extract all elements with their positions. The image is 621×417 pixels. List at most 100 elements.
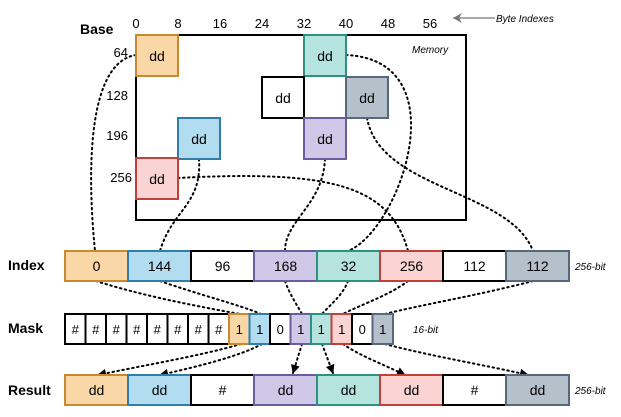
index-cell: 168 [253,250,318,282]
gather-path [159,158,201,252]
svg-text:0: 0 [359,322,366,337]
mask-cell: 1 [248,313,271,345]
svg-text:dd: dd [317,48,333,64]
gather-path [177,175,409,252]
index-cell: 144 [127,250,192,282]
svg-text:dd: dd [530,382,546,398]
svg-text:144: 144 [148,258,172,274]
byte-index-tick: 32 [297,16,311,31]
gather-arrow [291,343,303,374]
result-cell: dd [505,374,570,406]
svg-text:#: # [113,322,121,337]
gather-arrow [384,343,529,378]
index-cell: 112 [505,250,570,282]
svg-text:1: 1 [256,322,263,337]
svg-text:1: 1 [379,322,386,337]
svg-text:1: 1 [338,322,345,337]
mask-cell: # [84,313,107,345]
memory-cell: dd [177,117,221,160]
base-label: Base [80,21,114,37]
svg-text:dd: dd [278,382,294,398]
byte-index-tick: 24 [255,16,269,31]
mask-cell: 1 [310,313,333,345]
index-cell: 0 [64,250,129,282]
index-cell: 32 [316,250,381,282]
index-cell: 256 [379,250,444,282]
svg-text:0: 0 [277,322,284,337]
row-base-label: 196 [106,128,128,143]
mask-cell: 1 [228,313,251,345]
mask-cell: # [146,313,169,345]
gather-path [345,54,413,252]
mask-cell: 0 [269,313,292,345]
svg-text:168: 168 [274,258,298,274]
mask-cell: # [105,313,128,345]
byte-index-tick: 40 [339,16,353,31]
svg-text:dd: dd [317,131,333,147]
memory-cell: dd [135,157,179,200]
gather-path [95,280,241,315]
result-width-label: 256-bit [574,386,607,397]
byte-index-axis: 0 8 16 24 32 40 48 56 [132,16,437,31]
svg-text:0: 0 [93,258,101,274]
svg-text:dd: dd [341,382,357,398]
svg-text:dd: dd [404,382,420,398]
result-label: Result [8,382,51,398]
svg-text:32: 32 [341,258,357,274]
svg-text:96: 96 [215,258,231,274]
svg-text:256: 256 [400,258,424,274]
byte-index-tick: 56 [423,16,437,31]
byte-index-tick: 0 [132,16,139,31]
mask-cell: 1 [289,313,312,345]
svg-text:1: 1 [236,322,243,337]
index-cell: 96 [190,250,255,282]
memory-cell: dd [303,117,347,160]
index-width-label: 256-bit [574,262,607,273]
memory-cell: dd [303,34,347,77]
result-cell: dd [127,374,192,406]
svg-text:1: 1 [297,322,304,337]
svg-text:dd: dd [275,90,291,106]
gather-path [342,280,409,315]
mask-cell: # [187,313,210,345]
svg-text:1: 1 [318,322,325,337]
gather-path [384,280,534,315]
svg-text:#: # [92,322,100,337]
mask-cell: 1 [371,313,394,345]
gather-path [90,54,137,252]
gather-arrow [97,343,242,378]
result-cell: dd [253,374,318,406]
index-vector: 0 144 96 168 32 256 112 112 [64,250,570,282]
mask-cell: # [125,313,148,345]
mask-cell: # [64,313,87,345]
row-base-label: 256 [110,170,132,185]
gather-arrow [159,343,263,378]
gather-path [159,280,262,315]
mask-cell: 1 [330,313,353,345]
row-base-label: 64 [114,45,128,60]
gather-arrow [342,343,406,376]
svg-text:#: # [133,322,141,337]
svg-text:#: # [471,382,479,398]
index-label: Index [8,257,45,273]
result-cell: dd [64,374,129,406]
svg-text:dd: dd [89,382,105,398]
byte-index-tick: 16 [213,16,227,31]
svg-text:#: # [174,322,182,337]
svg-text:112: 112 [463,258,486,274]
svg-text:dd: dd [359,90,375,106]
gather-arrow [321,343,335,374]
connector-lines [90,54,534,378]
gather-path [321,280,349,315]
byte-index-tick: 48 [381,16,395,31]
svg-text:#: # [72,322,80,337]
svg-text:dd: dd [149,48,165,64]
byte-indexes-arrowhead [453,13,462,23]
result-cell: dd [379,374,444,406]
byte-indexes-label: Byte Indexes [496,14,554,25]
svg-text:dd: dd [152,382,168,398]
byte-index-tick: 8 [174,16,181,31]
index-cell: 112 [442,250,507,282]
